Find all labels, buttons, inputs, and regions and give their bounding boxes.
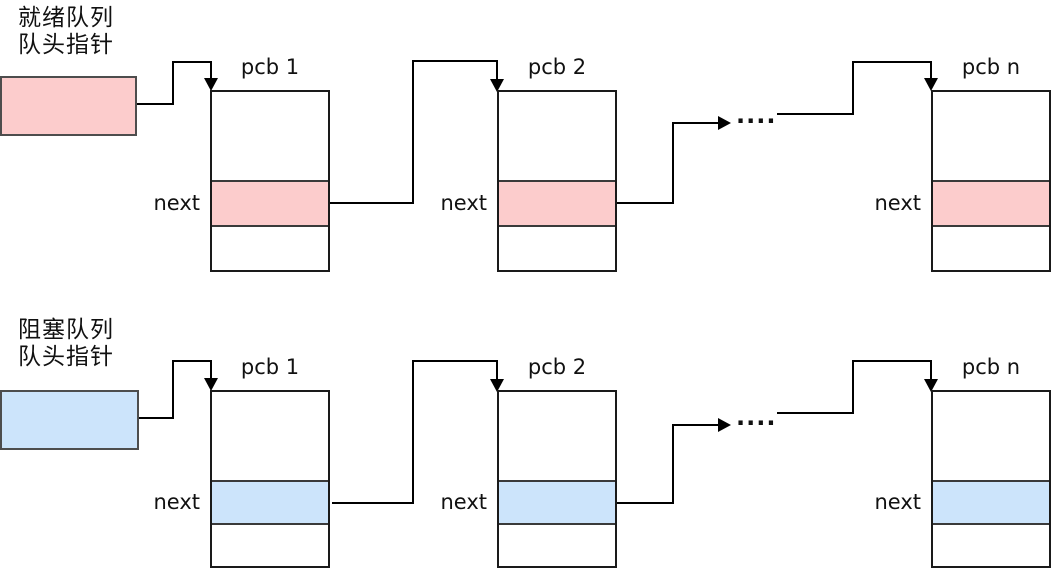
ready-ellipsis-dots: .... [736, 101, 777, 129]
blocked-pcb2-to-dots-line [616, 424, 719, 504]
ready-pcb1-to-pcb2-line [330, 60, 498, 204]
blocked-pcb-1-next-field [212, 480, 328, 525]
blocked-dots-to-pcbn-line [777, 360, 932, 414]
ready-pcb-2: pcb 2 next [440, 55, 617, 272]
ready-pcb-1-title: pcb 1 [240, 55, 300, 79]
ready-pcb-2-next-field [499, 180, 615, 227]
ready-pcb-n: pcb n next [874, 55, 1051, 272]
ready-pcb-1-next-label: next [153, 191, 200, 215]
blocked-queue-label-line1: 阻塞队列 [18, 317, 114, 343]
blocked-ellipsis-dots: .... [736, 403, 777, 431]
ready-pcb-n-next-field [933, 180, 1049, 227]
ready-head-pointer-box [0, 76, 137, 136]
blocked-pcb-n-title: pcb n [961, 355, 1021, 379]
blocked-queue-label-line2: 队头指针 [18, 344, 114, 370]
blocked-pcb-1-title: pcb 1 [240, 355, 300, 379]
blocked-pointer-to-pcb1-line [137, 360, 212, 419]
ready-pcb-1-next-field [212, 180, 328, 227]
blocked-head-pointer-box [0, 390, 139, 450]
ready-pcb2-to-dots-line [616, 122, 719, 204]
ready-dots-to-pcbn-line [777, 61, 932, 115]
blocked-pcb-2-next-label: next [440, 490, 487, 514]
ready-pcb-n-next-label: next [874, 191, 921, 215]
ready-pcb-2-title: pcb 2 [527, 55, 587, 79]
arrowhead-down-icon [490, 79, 504, 92]
arrowhead-down-icon [204, 78, 218, 91]
ready-pointer-to-pcb1-line [135, 61, 212, 105]
blocked-pcb1-to-pcb2-line [332, 360, 498, 504]
ready-queue-label-line2: 队头指针 [18, 32, 114, 58]
blocked-pcb-2-next-field [499, 480, 615, 525]
ready-queue-label-line1: 就绪队列 [18, 5, 114, 31]
arrowhead-down-icon [204, 378, 218, 391]
arrowhead-right-icon [718, 418, 731, 432]
blocked-pcb-2: pcb 2 next [440, 355, 617, 568]
arrowhead-right-icon [718, 116, 731, 130]
blocked-pcb-1-next-label: next [153, 490, 200, 514]
arrowhead-down-icon [924, 78, 938, 91]
blocked-pcb-n-next-label: next [874, 490, 921, 514]
ready-pcb-n-title: pcb n [961, 55, 1021, 79]
blocked-pcb-n: pcb n next [874, 355, 1051, 568]
blocked-queue-label: 阻塞队列 队头指针 [18, 317, 114, 371]
arrowhead-down-icon [490, 379, 504, 392]
ready-queue-label: 就绪队列 队头指针 [18, 5, 114, 59]
blocked-pcb-n-next-field [933, 480, 1049, 525]
ready-pcb-2-next-label: next [440, 191, 487, 215]
blocked-pcb-1: pcb 1 next [153, 355, 330, 568]
ready-pcb-1: pcb 1 next [153, 55, 330, 272]
blocked-pcb-2-title: pcb 2 [527, 355, 587, 379]
arrowhead-down-icon [924, 379, 938, 392]
